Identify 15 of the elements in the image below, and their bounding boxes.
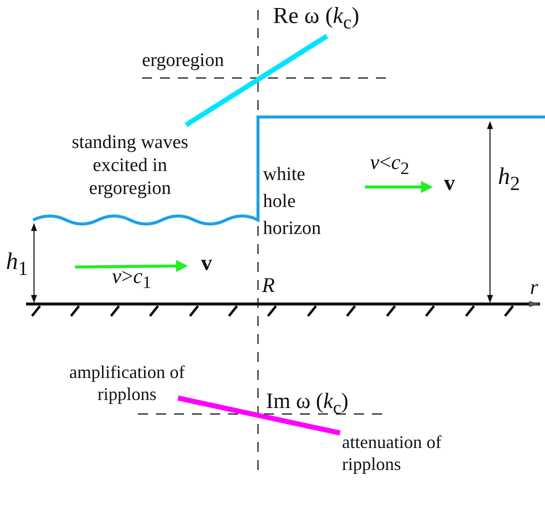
annotation-text: standing waves excited in ergoregion [70, 132, 190, 200]
annotation-text: amplification of ripplons [68, 362, 186, 406]
annotation-text: white hole horizon [263, 163, 322, 241]
region-label: ergoregion [142, 50, 224, 73]
position-symbol: R [262, 273, 275, 298]
frequency-label: Im ω (k$_{c}$) [266, 388, 348, 420]
velocity-symbol: v [201, 250, 212, 276]
frequency-label: Re ω (k$_{c}$) [273, 2, 360, 35]
velocity-condition: v>c$_{1}$ [112, 264, 152, 294]
velocity-condition: v<c$_{2}$ [370, 150, 410, 180]
velocity-symbol: v [444, 170, 455, 196]
height-symbol: h$_{2}$ [498, 163, 520, 196]
axis-label: r [530, 275, 538, 300]
height-symbol: h$_{1}$ [6, 248, 28, 281]
annotation-text: attenuation of ripplons [342, 432, 442, 476]
